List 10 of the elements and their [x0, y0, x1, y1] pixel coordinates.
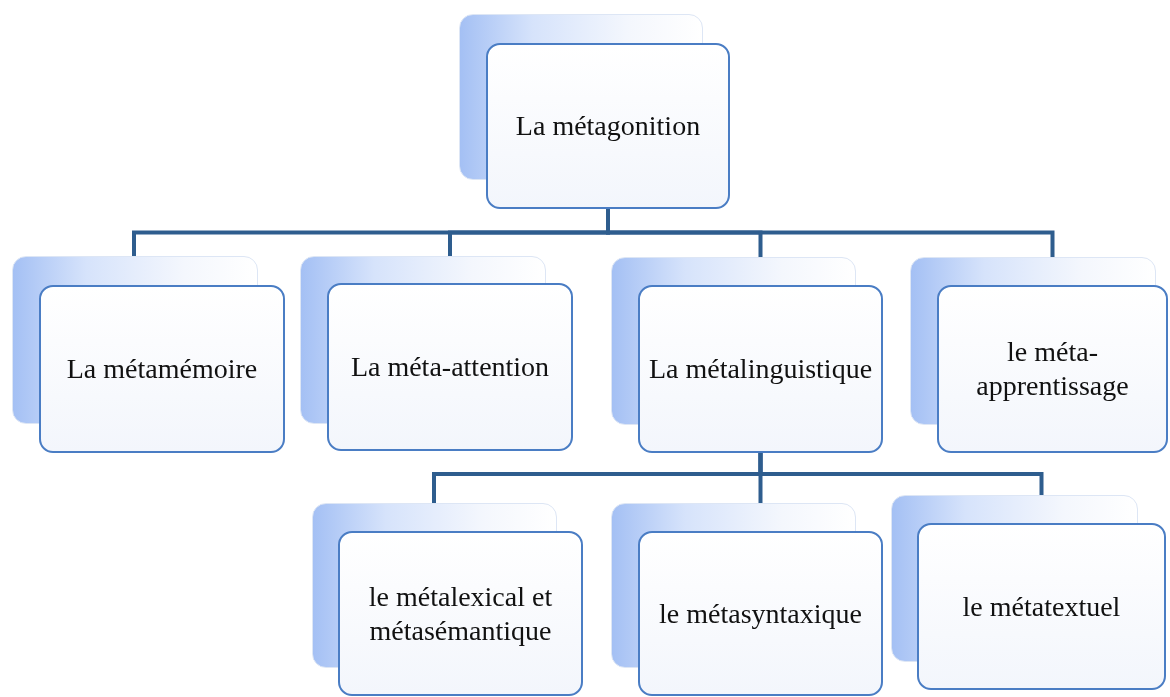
connector-line	[758, 453, 1044, 495]
node-label: La métagonition	[515, 109, 701, 143]
node-label: le métasyntaxique	[659, 596, 862, 631]
node-label: le métatextuel	[962, 589, 1121, 624]
node-label: La méta-attention	[350, 350, 550, 384]
node-label: La métamémoire	[66, 352, 258, 386]
node-label: le métalexical et métasémantique	[367, 579, 554, 648]
connector-line	[606, 209, 1055, 257]
node-label: La métalinguistique	[648, 352, 873, 386]
node-label: le méta-apprentissage	[975, 335, 1130, 403]
